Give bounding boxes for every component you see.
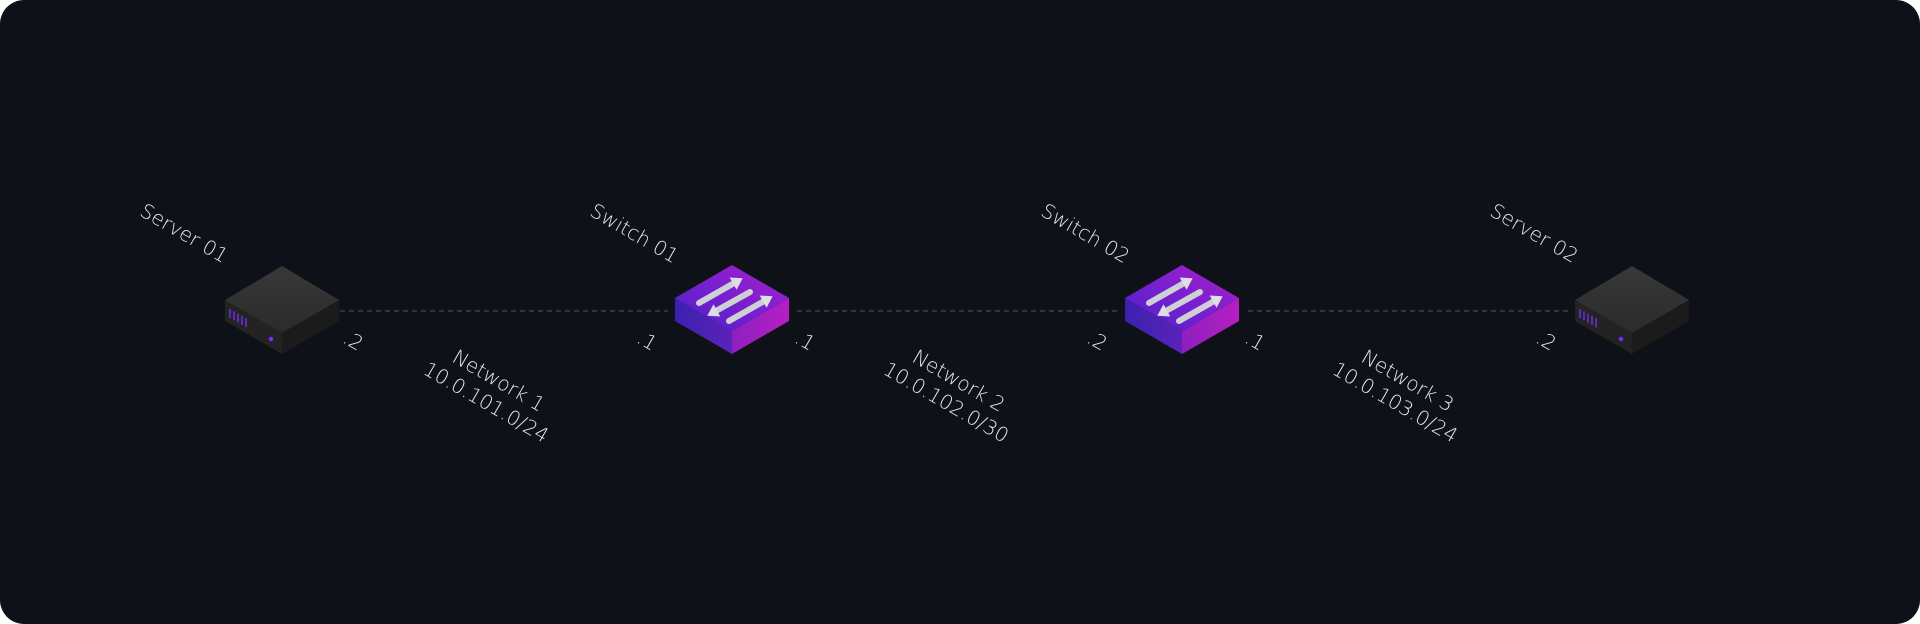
server-led	[1618, 336, 1624, 342]
switch-arrowhead	[1209, 295, 1223, 308]
server-left-face	[225, 300, 282, 354]
switch-arrowhead	[759, 295, 773, 308]
switch-left-face	[1125, 298, 1182, 354]
switch-arrowhead	[1179, 277, 1193, 290]
switch-arrow	[711, 289, 753, 315]
switch-arrow	[1161, 289, 1203, 315]
switch-arrow	[726, 297, 769, 324]
server-right-face	[282, 300, 339, 354]
server-left-face	[1575, 300, 1632, 354]
switch-right-face	[1182, 298, 1239, 354]
server-top-face	[1575, 266, 1689, 333]
switch-arrow	[696, 279, 739, 306]
switch-arrowhead	[1157, 304, 1171, 317]
switch-arrow	[1176, 297, 1219, 324]
switch-icon	[675, 265, 789, 354]
server-top-face	[225, 266, 339, 333]
server-icon	[1575, 266, 1689, 354]
switch-left-face	[675, 298, 732, 354]
switch-right-face	[732, 298, 789, 354]
switch-arrowhead	[729, 277, 743, 290]
switch-top-face	[1125, 265, 1239, 331]
devices-layer	[225, 265, 1689, 354]
switch-arrow	[1146, 279, 1189, 306]
server-led	[268, 336, 274, 342]
switch-arrowhead	[707, 304, 721, 317]
server-icon	[225, 266, 339, 354]
switch-icon	[1125, 265, 1239, 354]
server-right-face	[1632, 300, 1689, 354]
switch-top-face	[675, 265, 789, 331]
